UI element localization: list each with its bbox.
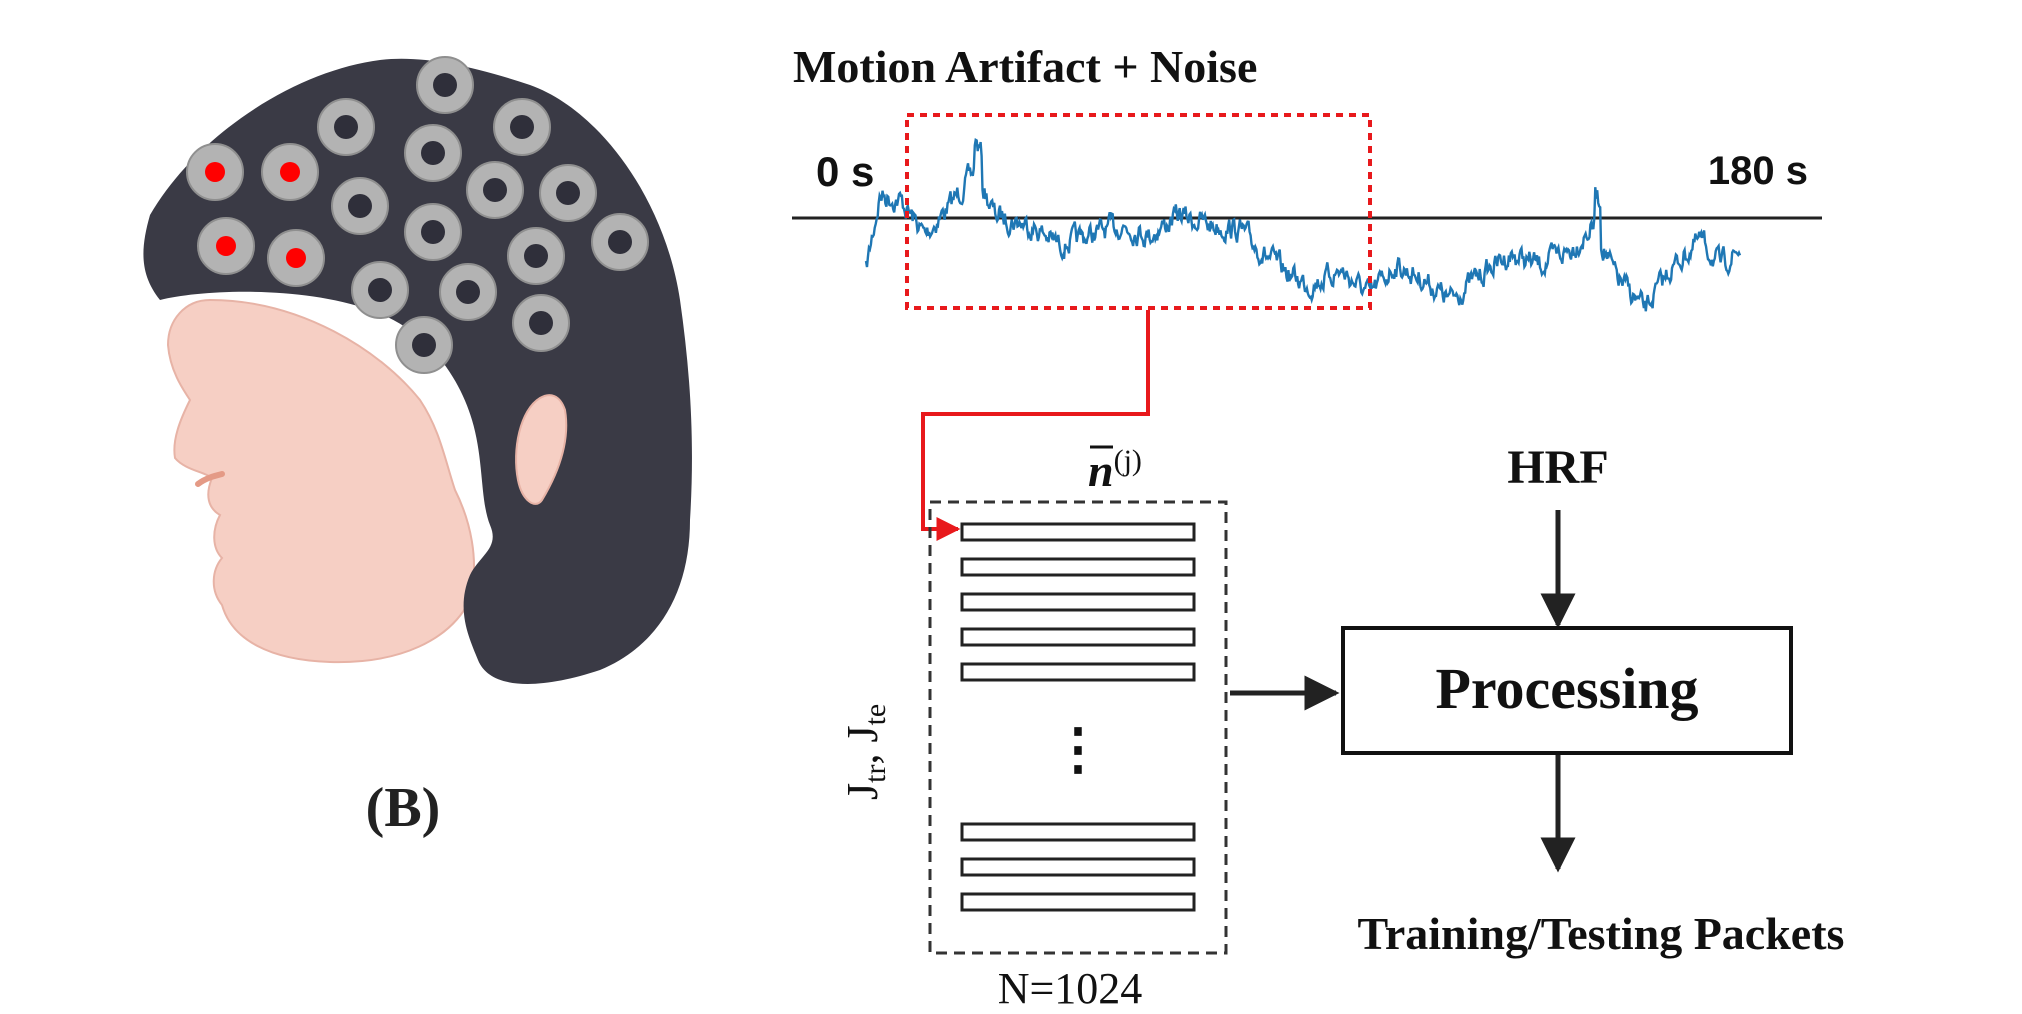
active-electrode-dot bbox=[205, 162, 225, 182]
selection-window bbox=[905, 113, 1372, 310]
electrode bbox=[331, 177, 389, 235]
electrode bbox=[317, 98, 375, 156]
electrode-array bbox=[186, 56, 649, 374]
signal-trace bbox=[864, 137, 1742, 312]
face bbox=[166, 298, 476, 664]
electrode bbox=[261, 143, 319, 201]
signal-title: Motion Artifact + Noise bbox=[793, 41, 1257, 92]
segment-row bbox=[960, 592, 1196, 612]
electrode-center bbox=[456, 280, 480, 304]
segment-label: n(j) bbox=[1088, 444, 1142, 496]
electrode-center bbox=[524, 244, 548, 268]
electrode-center bbox=[368, 278, 392, 302]
segment-stack-box bbox=[928, 500, 1228, 955]
electrode-center bbox=[556, 181, 580, 205]
segment-row bbox=[960, 822, 1196, 842]
electrode bbox=[197, 217, 255, 275]
electrode-center bbox=[608, 230, 632, 254]
signal-end-label: 180 s bbox=[1708, 149, 1808, 193]
electrode-center bbox=[433, 73, 457, 97]
segment-row bbox=[960, 557, 1196, 577]
segment-ellipsis: ⋮ bbox=[1050, 719, 1106, 781]
processing-label: Processing bbox=[1435, 656, 1698, 721]
electrode bbox=[416, 56, 474, 114]
active-electrode-dot bbox=[216, 236, 236, 256]
processing-box bbox=[1341, 626, 1793, 755]
electrode bbox=[404, 124, 462, 182]
electrode bbox=[507, 227, 565, 285]
segment-row bbox=[960, 522, 1196, 542]
electrode bbox=[186, 143, 244, 201]
electrode-center bbox=[348, 194, 372, 218]
electrode bbox=[591, 213, 649, 271]
selection-connector-arrow bbox=[921, 310, 1150, 541]
segment-length-label: N=1024 bbox=[998, 964, 1143, 1013]
electrode-center bbox=[421, 141, 445, 165]
electrode bbox=[512, 294, 570, 352]
electrode bbox=[267, 229, 325, 287]
electrode bbox=[466, 161, 524, 219]
electrode bbox=[493, 98, 551, 156]
electrode-center bbox=[510, 115, 534, 139]
electrode bbox=[439, 263, 497, 321]
segment-row bbox=[960, 857, 1196, 877]
electrode bbox=[404, 203, 462, 261]
active-electrode-dot bbox=[280, 162, 300, 182]
active-electrode-dot bbox=[286, 248, 306, 268]
electrode-center bbox=[412, 333, 436, 357]
output-label: Training/Testing Packets bbox=[1358, 908, 1845, 959]
electrode-center bbox=[529, 311, 553, 335]
segment-rows bbox=[960, 522, 1196, 912]
ear bbox=[515, 394, 568, 505]
segment-row bbox=[960, 892, 1196, 912]
electrode-center bbox=[421, 220, 445, 244]
panel-label: (B) bbox=[366, 777, 441, 839]
electrode-center bbox=[334, 115, 358, 139]
electrode bbox=[395, 316, 453, 374]
hrf-label: HRF bbox=[1507, 441, 1608, 494]
head-with-cap-illustration bbox=[143, 56, 692, 684]
electrode-center bbox=[483, 178, 507, 202]
segment-row bbox=[960, 662, 1196, 682]
electrode bbox=[539, 164, 597, 222]
electrode bbox=[351, 261, 409, 319]
segment-count-label: Jtr, Jte bbox=[838, 704, 892, 800]
nose-shadow bbox=[195, 471, 225, 487]
segment-row bbox=[960, 627, 1196, 647]
signal-start-label: 0 s bbox=[816, 148, 874, 195]
